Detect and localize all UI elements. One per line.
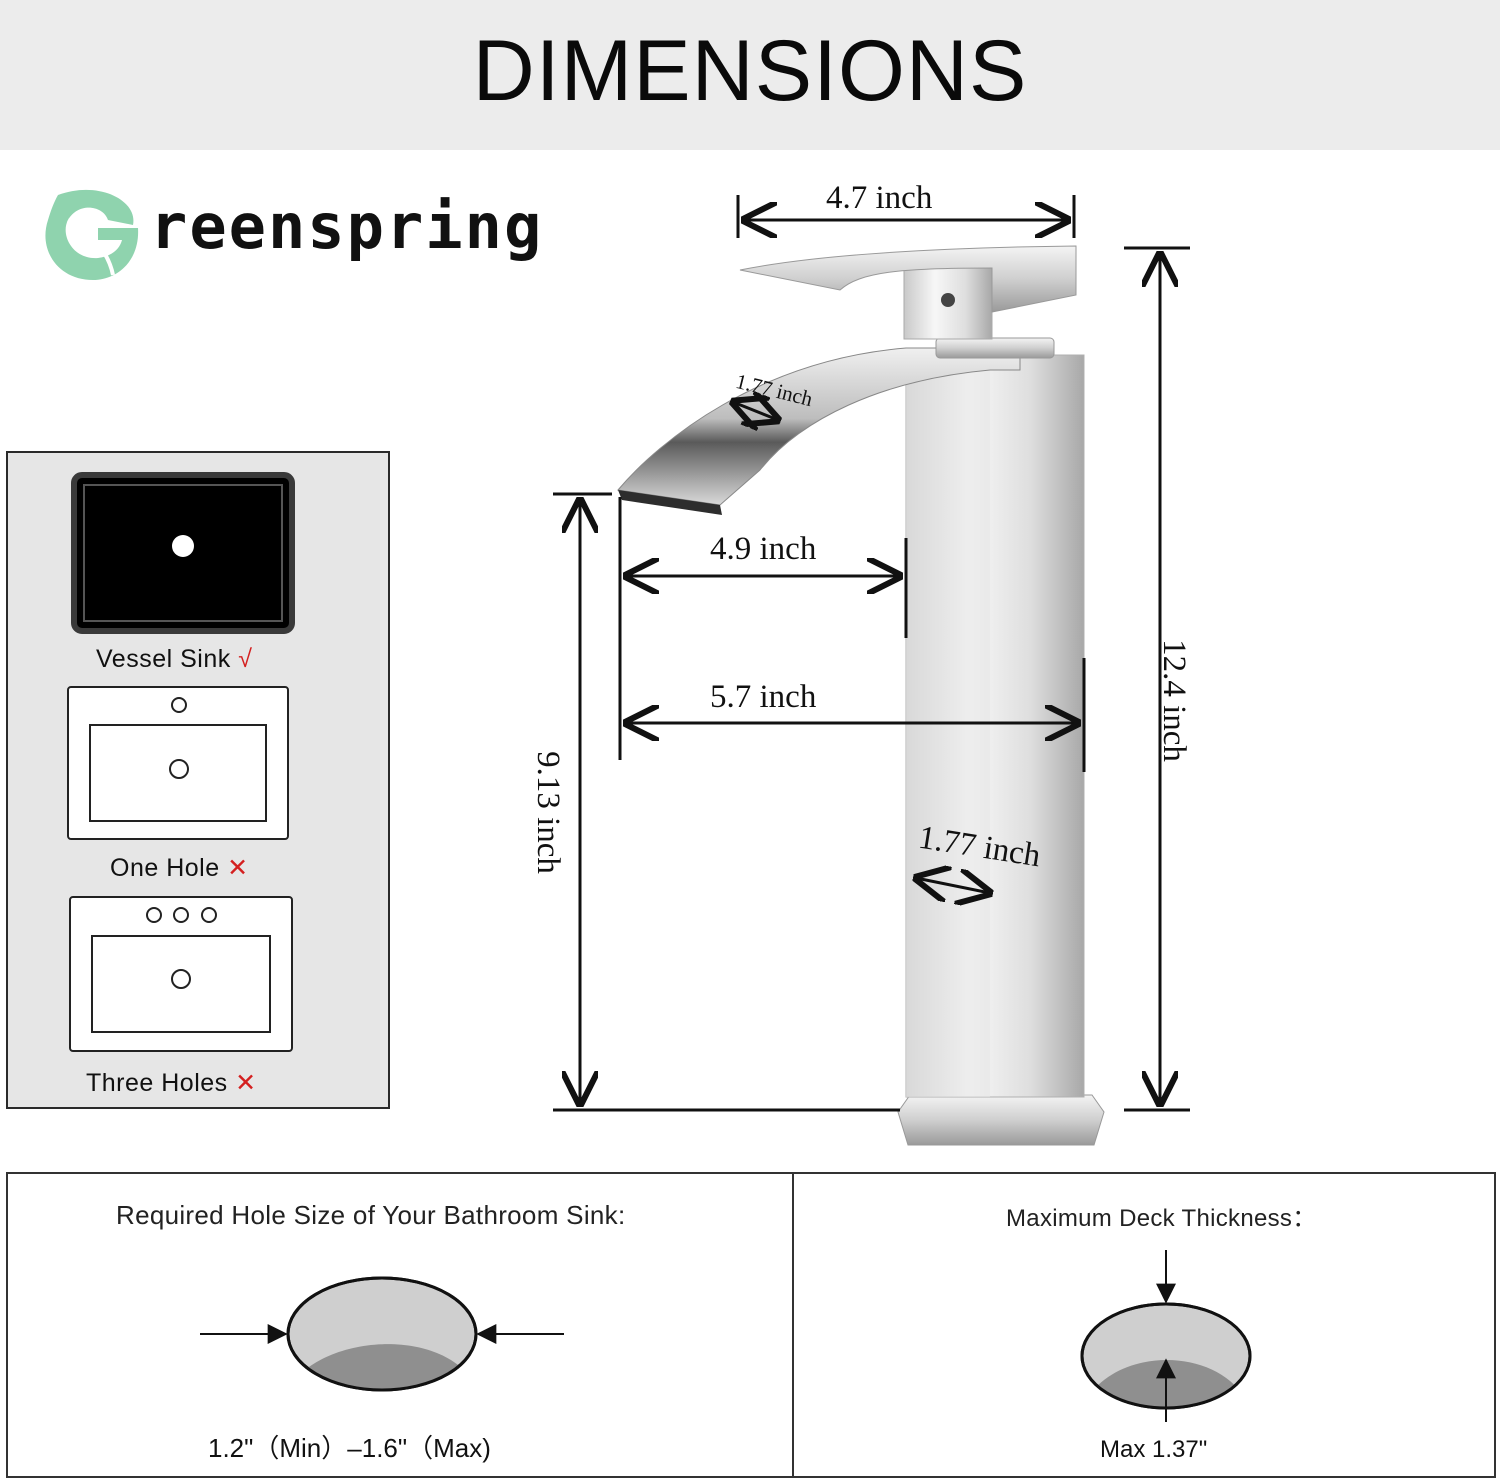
- cross-icon: ✕: [227, 854, 249, 882]
- hole-size-panel: Required Hole Size of Your Bathroom Sink…: [6, 1172, 794, 1478]
- hole-size-title: Required Hole Size of Your Bathroom Sink…: [116, 1200, 626, 1230]
- sink-type-label: Three Holes: [86, 1069, 228, 1097]
- dim-spout-height: 9.13 inch: [529, 751, 566, 874]
- faucet-illustration: [617, 245, 1105, 1146]
- one-hole-sink-icon: [67, 686, 289, 840]
- cross-icon: ✕: [235, 1069, 257, 1097]
- sink-type-vessel: Vessel Sink √: [96, 645, 252, 674]
- sink-type-three-holes: Three Holes ✕: [86, 1068, 257, 1098]
- hole-size-illustration: [200, 1276, 564, 1392]
- faucet-diagram: [553, 195, 1190, 1146]
- greenspring-logo-icon: [45, 189, 139, 280]
- sink-illustrations: [67, 472, 295, 1052]
- deck-thickness-illustration: [1080, 1250, 1252, 1422]
- check-icon: √: [238, 645, 253, 673]
- sink-type-label: One Hole: [110, 854, 220, 882]
- header-bar: DIMENSIONS: [0, 0, 1500, 150]
- dim-spout-reach: 4.9 inch: [710, 531, 817, 567]
- dim-handle-width: 4.7 inch: [826, 180, 933, 216]
- sink-type-label: Vessel Sink: [96, 645, 231, 673]
- sink-compatibility-panel: Vessel Sink √ One Hole ✕ Three Holes ✕: [6, 451, 390, 1109]
- brand-name: reenspring: [150, 190, 544, 263]
- page-title: DIMENSIONS: [472, 23, 1028, 119]
- hole-size-value: 1.2"（Min）–1.6"（Max): [208, 1433, 491, 1463]
- dim-total-depth: 5.7 inch: [710, 679, 817, 715]
- deck-thickness-value: Max 1.37": [1100, 1436, 1208, 1463]
- deck-thickness-title: Maximum Deck Thickness：: [1006, 1205, 1317, 1232]
- three-holes-sink-icon: [69, 896, 293, 1052]
- sink-type-one-hole: One Hole ✕: [110, 853, 249, 883]
- vessel-sink-icon: [71, 472, 295, 634]
- deck-thickness-panel: Maximum Deck Thickness： Max 1.37": [792, 1172, 1496, 1478]
- dim-total-height: 12.4 inch: [1155, 639, 1192, 762]
